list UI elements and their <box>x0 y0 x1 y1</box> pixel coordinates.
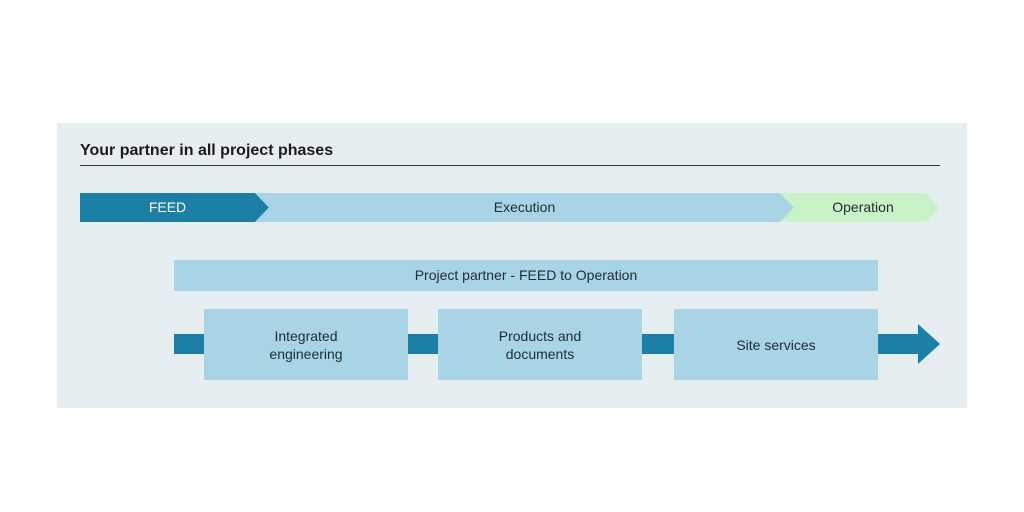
step-3-line-1: Site services <box>736 336 816 353</box>
step-integrated-engineering: Integrated engineering <box>204 309 408 380</box>
project-partner-bar: Project partner - FEED to Operation <box>174 260 878 291</box>
step-1-line-1: Integrated <box>274 327 338 344</box>
phase-feed-chevron <box>80 193 269 222</box>
phase-operation-label: Operation <box>832 199 894 215</box>
title-divider <box>80 165 940 166</box>
phase-operation-chevron <box>780 193 940 222</box>
flow-arrow-head <box>918 324 940 364</box>
step-products-and-documents: Products and documents <box>438 309 642 380</box>
step-2-line-2: documents <box>505 345 575 362</box>
step-site-services: Site services <box>674 309 878 380</box>
diagram-title: Your partner in all project phases <box>80 142 334 159</box>
phase-execution-chevron <box>255 193 794 222</box>
phase-timeline <box>80 193 940 222</box>
step-2-line-1: Products and <box>498 327 582 344</box>
phase-feed-label: FEED <box>148 199 187 215</box>
step-1-line-2: engineering <box>269 345 343 362</box>
phase-execution-label: Execution <box>493 199 556 215</box>
